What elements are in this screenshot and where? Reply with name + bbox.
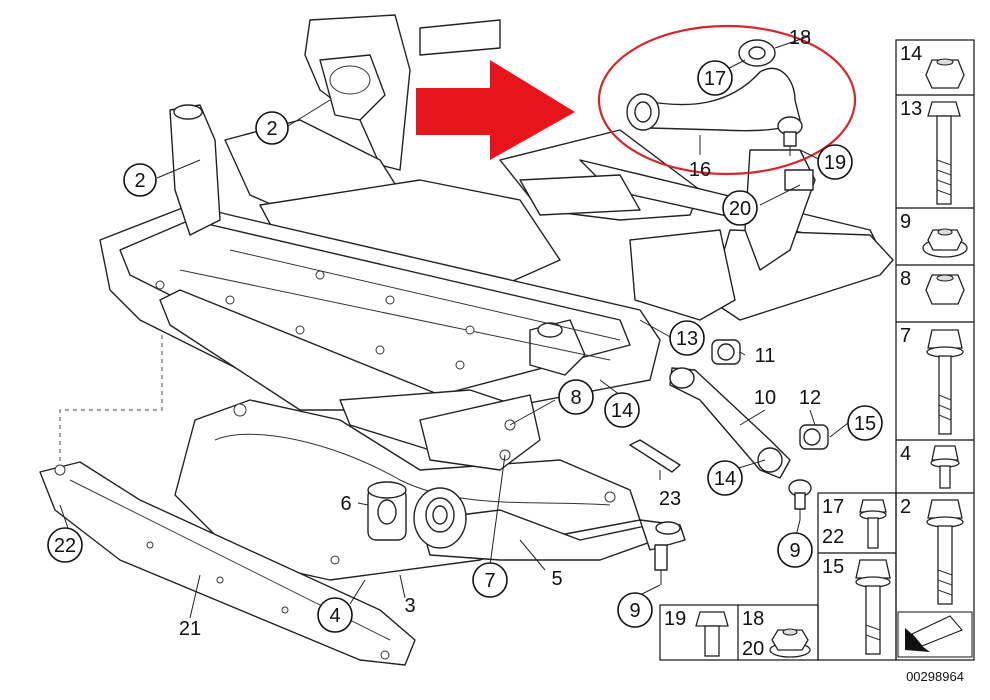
callout-6: 6 xyxy=(340,493,351,515)
hardware-grid: 17 22 15 19 18 20 xyxy=(659,492,897,661)
svg-text:9: 9 xyxy=(629,600,640,622)
callout-7: 7 xyxy=(472,562,508,598)
highlight-ellipse xyxy=(597,24,857,176)
callout-14-mid: 14 xyxy=(604,392,640,428)
bushing-12 xyxy=(799,424,829,450)
svg-text:14: 14 xyxy=(611,400,633,422)
svg-text:15: 15 xyxy=(854,413,876,435)
nut-8-icon xyxy=(925,274,965,305)
svg-text:14: 14 xyxy=(714,468,736,490)
callout-10: 10 xyxy=(754,387,776,409)
callout-20: 20 xyxy=(722,190,758,226)
callout-19: 19 xyxy=(817,144,853,180)
callout-2-left: 2 xyxy=(123,163,157,197)
hw-label-14: 14 xyxy=(900,43,922,65)
hw-label-7: 7 xyxy=(900,325,911,347)
svg-text:2: 2 xyxy=(266,118,277,140)
svg-text:4: 4 xyxy=(329,605,340,627)
hardware-panel: 14 13 9 8 7 xyxy=(895,39,975,661)
callout-13: 13 xyxy=(669,320,705,356)
callout-21: 21 xyxy=(179,618,201,640)
nut-18-icon xyxy=(769,628,811,658)
callout-17: 17 xyxy=(697,60,733,96)
svg-text:17: 17 xyxy=(704,68,726,90)
bolt-7-icon xyxy=(926,329,964,435)
orientation-arrow-icon xyxy=(897,611,973,658)
nut-9-icon xyxy=(922,228,968,258)
callout-15: 15 xyxy=(847,405,883,441)
leader-lines xyxy=(59,35,849,619)
bolt-4-icon xyxy=(930,445,960,489)
bushing-7 xyxy=(413,487,467,549)
bolt-2-icon xyxy=(926,499,964,605)
hw-label-4: 4 xyxy=(900,443,911,465)
svg-text:20: 20 xyxy=(729,198,751,220)
nut-14-icon xyxy=(925,58,965,89)
callout-8: 8 xyxy=(558,379,594,415)
rear-frame-structure xyxy=(224,14,894,321)
reference-number: 00298964 xyxy=(906,669,964,684)
callout-18: 18 xyxy=(789,27,811,49)
callout-23: 23 xyxy=(659,488,681,510)
svg-text:13: 13 xyxy=(676,328,698,350)
callout-16: 16 xyxy=(689,159,711,181)
bolt-13-icon xyxy=(927,101,961,205)
callout-9-right: 9 xyxy=(777,532,813,568)
svg-text:2: 2 xyxy=(134,170,145,192)
callout-5: 5 xyxy=(551,568,562,590)
svg-text:8: 8 xyxy=(570,387,581,409)
bushing-11 xyxy=(711,339,741,365)
hg-label-20: 20 xyxy=(742,638,764,660)
hw-label-2: 2 xyxy=(900,496,911,518)
lower-control-arm xyxy=(419,509,686,585)
callout-14-right: 14 xyxy=(707,460,743,496)
tension-strut xyxy=(669,367,812,520)
hg-label-15: 15 xyxy=(822,556,844,578)
callout-12: 12 xyxy=(799,387,821,409)
callout-11: 11 xyxy=(755,345,776,367)
svg-text:9: 9 xyxy=(789,540,800,562)
bolt-19-icon xyxy=(695,611,729,657)
svg-text:19: 19 xyxy=(824,152,846,174)
hg-label-18: 18 xyxy=(742,608,764,630)
hw-label-13: 13 xyxy=(900,98,922,120)
callout-4: 4 xyxy=(317,597,353,633)
svg-text:22: 22 xyxy=(54,535,76,557)
callout-9-lower: 9 xyxy=(617,592,653,628)
highlight-arrow xyxy=(416,60,575,160)
svg-text:7: 7 xyxy=(484,570,495,592)
bolt-15-icon xyxy=(855,559,891,655)
hg-label-17: 17 xyxy=(822,496,844,518)
hg-label-19: 19 xyxy=(664,608,686,630)
bolt-17-icon xyxy=(859,499,887,549)
callout-3: 3 xyxy=(404,595,415,617)
callout-2-upper: 2 xyxy=(255,111,289,145)
part-23 xyxy=(629,439,681,473)
callout-22: 22 xyxy=(47,527,83,563)
bushing-6 xyxy=(367,481,407,541)
callouts: 2 2 16 17 18 19 20 13 11 10 12 15 14 14 … xyxy=(47,27,883,640)
hw-label-9: 9 xyxy=(900,211,911,233)
upper-control-arm-highlight xyxy=(626,39,803,156)
hw-label-8: 8 xyxy=(900,268,911,290)
hg-label-22: 22 xyxy=(822,526,844,548)
